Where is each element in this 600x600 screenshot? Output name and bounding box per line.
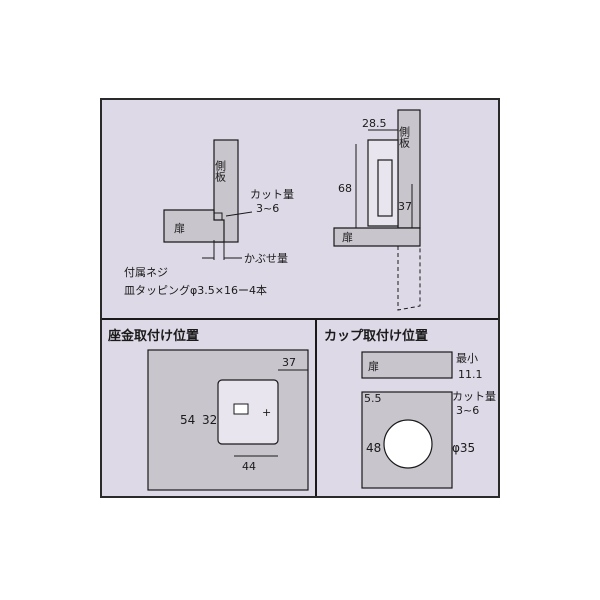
dim-32: 32 bbox=[202, 413, 217, 427]
top-right-section: 側板 扉 28.5 68 37 bbox=[333, 109, 421, 311]
cup-cut-value: 3~6 bbox=[456, 404, 479, 417]
hinge-installation-diagram: 側板 扉 カット量 3~6 かぶせ量 付属ネジ 皿タッピングφ3.5×16ー4本… bbox=[102, 109, 498, 496]
door-label: 扉 bbox=[174, 222, 185, 235]
side-panel-label-right: 側板 bbox=[398, 126, 411, 149]
cup-door-edge bbox=[361, 351, 453, 379]
hinge-plate bbox=[377, 159, 393, 217]
cup-section: カップ取付け位置 扉 最小 11.1 5.5 カット量 3~6 48 φ35 bbox=[324, 328, 496, 489]
dim-5-5: 5.5 bbox=[364, 392, 382, 405]
mount-plate-slot bbox=[233, 403, 249, 415]
door-swing-dashed bbox=[397, 246, 421, 311]
dim-68: 68 bbox=[338, 182, 352, 195]
cup-cut-label: カット量 bbox=[452, 390, 496, 403]
screw-hole-mark: + bbox=[262, 406, 271, 419]
min-value: 11.1 bbox=[458, 368, 483, 381]
cut-notch bbox=[214, 212, 223, 220]
mount-panel-shape bbox=[147, 349, 309, 491]
door-shape bbox=[163, 209, 225, 243]
cut-amount-value: 3~6 bbox=[256, 202, 279, 215]
top-left-section: 側板 扉 カット量 3~6 かぶせ量 付属ネジ 皿タッピングφ3.5×16ー4本 bbox=[124, 139, 294, 297]
mount-plate-title: 座金取付け位置 bbox=[107, 328, 199, 344]
diagram-panel: 側板 扉 カット量 3~6 かぶせ量 付属ネジ 皿タッピングφ3.5×16ー4本… bbox=[100, 98, 500, 498]
dim-37-mount: 37 bbox=[282, 356, 296, 369]
door-label-right: 扉 bbox=[342, 231, 353, 244]
overlay-label: かぶせ量 bbox=[244, 252, 288, 265]
dim-48: 48 bbox=[366, 441, 381, 455]
min-label: 最小 bbox=[456, 352, 478, 365]
mount-plate-section: 座金取付け位置 + 37 54 32 44 bbox=[107, 328, 309, 491]
side-panel-shape bbox=[213, 139, 239, 243]
dim-28-5: 28.5 bbox=[362, 117, 387, 130]
dim-54: 54 bbox=[180, 413, 195, 427]
door-shape-right bbox=[333, 227, 421, 247]
cup-hole bbox=[383, 419, 433, 469]
cut-amount-label: カット量 bbox=[250, 188, 294, 201]
dim-37-right: 37 bbox=[398, 200, 412, 213]
cup-title: カップ取付け位置 bbox=[324, 328, 428, 344]
screw-label-2: 皿タッピングφ3.5×16ー4本 bbox=[124, 283, 267, 297]
cut-leader bbox=[225, 211, 253, 217]
side-panel-label: 側板 bbox=[214, 160, 227, 183]
dim-44: 44 bbox=[242, 460, 256, 473]
screw-label-1: 付属ネジ bbox=[124, 266, 168, 279]
dia-35: φ35 bbox=[452, 441, 475, 455]
cup-door-label: 扉 bbox=[368, 360, 379, 373]
